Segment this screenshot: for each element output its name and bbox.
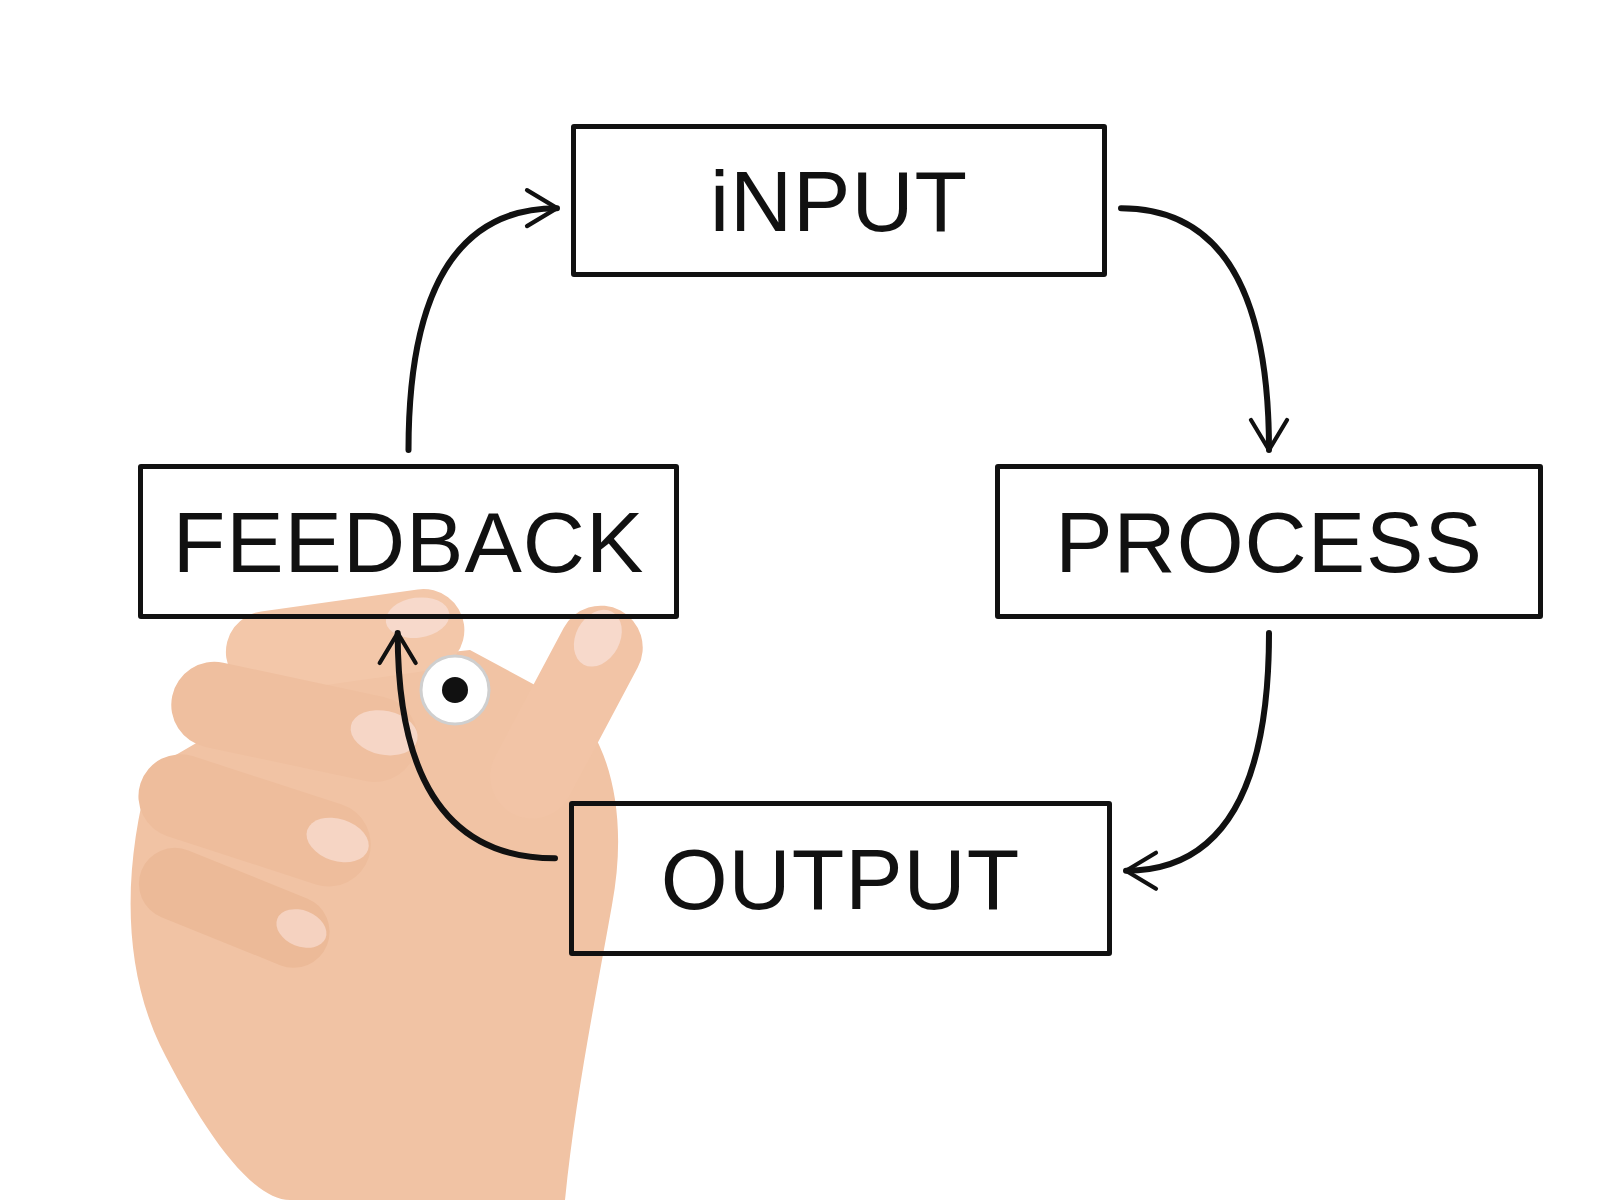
little-finger (128, 837, 340, 979)
cycle-arrow (409, 208, 558, 450)
marker-cap (421, 656, 489, 724)
box-label: iNPUT (710, 158, 968, 244)
input-box: iNPUT (571, 124, 1107, 277)
finger-nail (271, 902, 333, 955)
cycle-arrow (398, 633, 555, 858)
box-label: OUTPUT (661, 836, 1021, 922)
process-box: PROCESS (995, 464, 1543, 619)
box-label: FEEDBACK (173, 499, 645, 585)
cycle-arrow (1121, 208, 1269, 450)
finger-nail (564, 601, 631, 675)
cycle-arrow (1126, 633, 1269, 871)
box-label: PROCESS (1055, 499, 1483, 585)
output-box: OUTPUT (569, 801, 1112, 956)
finger-nail (301, 810, 375, 870)
thumb (475, 591, 657, 834)
feedback-box: FEEDBACK (138, 464, 679, 619)
marker-tip (442, 677, 468, 703)
